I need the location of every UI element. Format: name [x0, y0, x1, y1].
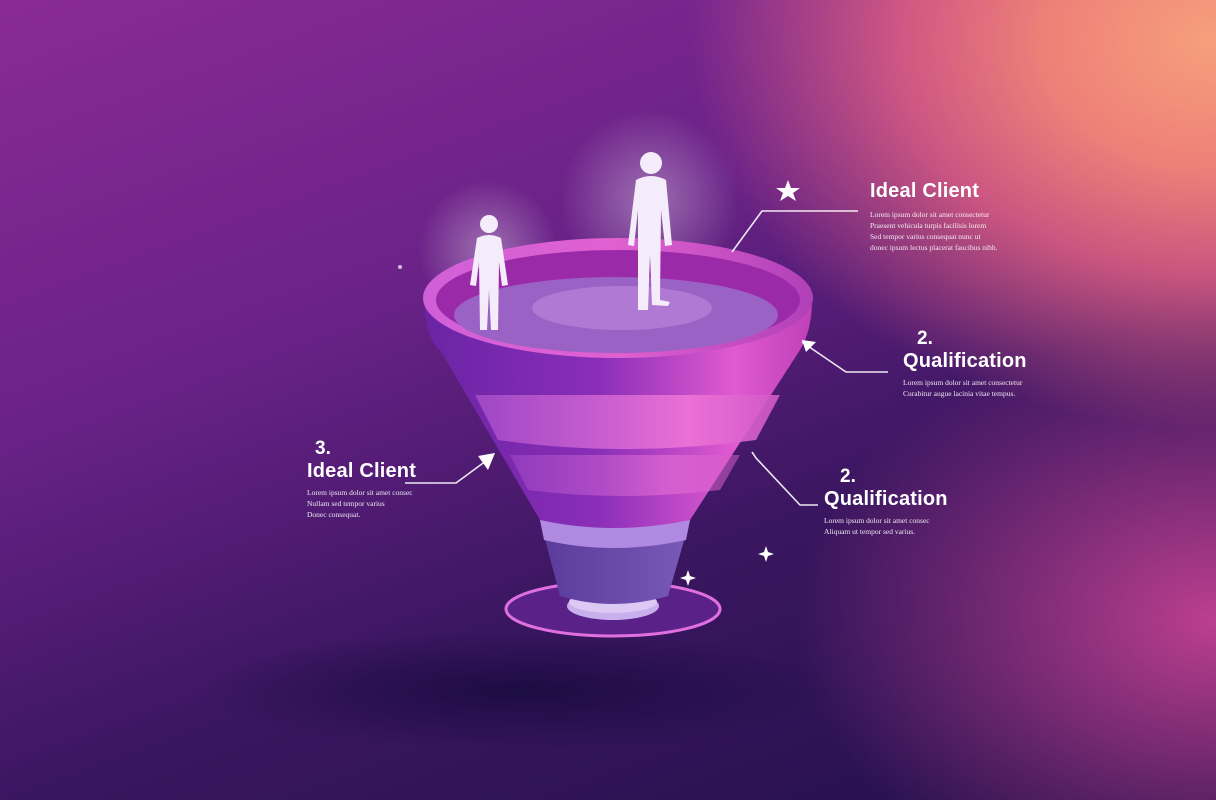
callout-title: Ideal Client — [870, 180, 980, 202]
body-line: Donec consequat. — [307, 510, 361, 519]
body-line: Lorem ipsum dolor sit amet consec — [307, 488, 413, 497]
callout-title: Ideal Client — [307, 460, 417, 482]
callout-ideal-client-left: 3. Ideal Client Lorem ipsum dolor sit am… — [307, 438, 437, 520]
body-line: Aliquam ut tempor sed varius. — [824, 527, 916, 536]
arrow-head-icon — [802, 340, 816, 352]
callout-title: Qualification — [903, 350, 1027, 372]
body-line: Curabitur augue lacinia vitae tempus. — [903, 389, 1016, 398]
arrow-head-icon — [478, 453, 495, 470]
callout-number: 2. — [917, 328, 933, 349]
callout-number: 3. — [315, 438, 331, 459]
callout-title: Qualification — [824, 488, 948, 510]
sparkle-icon — [680, 546, 774, 586]
callout-body: Lorem ipsum dolor sit amet consectetur P… — [870, 209, 1040, 253]
body-line: donec ipsum lectus placerat faucibus nib… — [870, 243, 998, 252]
callout-body: Lorem ipsum dolor sit amet consectetur C… — [903, 377, 1063, 399]
callout-ideal-client-top: Ideal Client Lorem ipsum dolor sit amet … — [870, 180, 1040, 253]
body-line: Lorem ipsum dolor sit amet consectetur — [903, 378, 1023, 387]
callout-body: Lorem ipsum dolor sit amet consec Nullam… — [307, 487, 437, 520]
body-line: Sed tempor varius consequat nunc ut — [870, 232, 981, 241]
callout-qualification-lower: 2. Qualification Lorem ipsum dolor sit a… — [824, 466, 964, 537]
star-icon — [776, 180, 800, 201]
body-line: Praesent vehicula turpis facilisis lorem — [870, 221, 987, 230]
body-line: Nullam sed tempor varius — [307, 499, 385, 508]
callout-body: Lorem ipsum dolor sit amet consec Aliqua… — [824, 515, 964, 537]
body-line: Lorem ipsum dolor sit amet consectetur — [870, 210, 990, 219]
sparkle-icon — [398, 265, 402, 269]
body-line: Lorem ipsum dolor sit amet consec — [824, 516, 930, 525]
callout-qualification-upper: 2. Qualification Lorem ipsum dolor sit a… — [903, 328, 1063, 399]
person-figure-small — [470, 215, 508, 330]
callout-number: 2. — [840, 466, 856, 487]
person-figure-large — [628, 152, 672, 310]
